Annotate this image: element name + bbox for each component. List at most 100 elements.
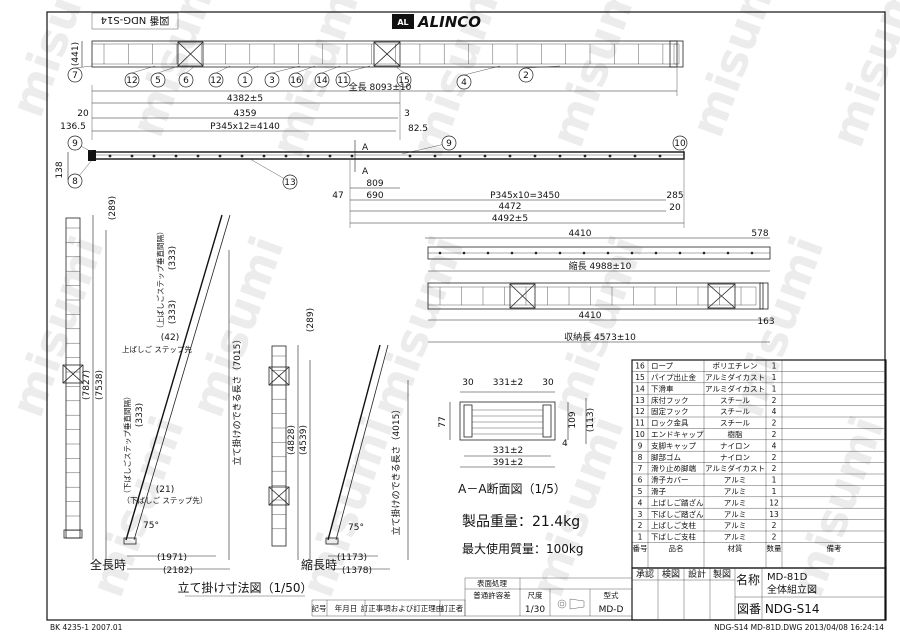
callout-leader: [463, 65, 501, 76]
callout-circle: [67, 135, 83, 151]
parts-cell: 滑り止め脚端: [651, 463, 696, 473]
callout-circle: [456, 74, 472, 90]
svg-text:misumi: misumi: [540, 0, 655, 154]
parts-cell: 2: [772, 430, 777, 439]
svg-text:809: 809: [366, 179, 383, 189]
callout-circle: [67, 173, 83, 189]
callout-label: 9: [72, 139, 78, 149]
parts-cell: アルミ: [724, 487, 746, 496]
svg-text:misumi: misumi: [720, 229, 835, 424]
svg-text:MD-D: MD-D: [599, 605, 624, 615]
standing-full-ladder: 全長時 (7827) (7538) (289) 立て掛けのできる長さ（7015）…: [62, 196, 243, 576]
callout-leader: [401, 142, 450, 155]
parts-cell: 16: [635, 362, 645, 371]
svg-text:（上ばしごステップ垂直間隔）: （上ばしごステップ垂直間隔）: [155, 228, 165, 333]
callout-leader: [321, 65, 341, 74]
svg-text:163: 163: [757, 317, 774, 327]
svg-text:表面処理: 表面処理: [477, 578, 507, 588]
svg-text:(21): (21): [156, 485, 174, 495]
parts-cell: スチール: [720, 407, 750, 416]
svg-text:普通許容差: 普通許容差: [473, 590, 511, 600]
svg-text:ALINCO: ALINCO: [417, 13, 481, 31]
callout-leader: [342, 65, 371, 74]
callout-circle: [282, 174, 298, 190]
parts-cell: 樹脂: [728, 429, 743, 439]
parts-cell: ロープ: [651, 362, 674, 371]
parts-cell: 上ばしご踏ざん: [651, 497, 704, 507]
footer-right: NDG-S14 MD-81D.DWG 2013/04/08 16:24:14: [714, 623, 884, 632]
svg-text:記号: 記号: [312, 603, 327, 613]
drawing-number: 図番 NDG-S14: [737, 602, 820, 616]
svg-text:1/30: 1/30: [525, 605, 545, 615]
svg-text:331±2: 331±2: [493, 446, 523, 456]
svg-text:4410: 4410: [569, 229, 592, 239]
svg-text:収納長 4573±10: 収納長 4573±10: [564, 331, 636, 343]
svg-text:285: 285: [666, 191, 683, 201]
drawing-number-tag: 図番 NDG-S14: [91, 12, 179, 30]
svg-text:misumi: misumi: [820, 0, 900, 154]
svg-text:P345x12=4140: P345x12=4140: [210, 122, 280, 132]
callout-leader: [394, 65, 405, 74]
svg-text:4382±5: 4382±5: [227, 94, 263, 104]
callout-leader: [215, 65, 231, 74]
parts-cell: 11: [635, 419, 645, 428]
callout-circle: [518, 67, 534, 83]
shrink-view-side: 4410 578 縮長 4988±10: [425, 229, 771, 272]
svg-text:(289): (289): [108, 196, 118, 220]
svg-text:4359: 4359: [234, 109, 257, 119]
parts-cell: 上ばしご支柱: [651, 520, 696, 530]
svg-text:型式: 型式: [604, 590, 619, 600]
parts-header: 品名: [669, 543, 684, 553]
standing-short-ladder: 縮長時 (4828) (4539) (289) 立て掛けのできる長さ（4015）…: [268, 308, 409, 576]
top-view-ladder: (441): [71, 40, 684, 68]
section-title: A－A断面図（1/5）: [458, 481, 566, 496]
callout-circle: [150, 72, 166, 88]
callout-leader: [249, 158, 291, 183]
svg-text:578: 578: [751, 229, 768, 239]
callout-label: 11: [337, 76, 348, 86]
svg-text:(333): (333): [168, 300, 178, 324]
svg-text:109: 109: [568, 411, 578, 428]
svg-text:P345x10=3450: P345x10=3450: [490, 191, 560, 201]
svg-text:75°: 75°: [348, 523, 364, 533]
svg-text:30: 30: [462, 378, 474, 388]
svg-text:縮長 4988±10: 縮長 4988±10: [569, 260, 632, 272]
parts-cell: 下滑車: [651, 383, 674, 393]
svg-text:(2182): (2182): [163, 566, 193, 576]
svg-text:全長 8093±10: 全長 8093±10: [349, 81, 412, 93]
callout-circle: [237, 72, 253, 88]
svg-text:立て掛けのできる長さ（4015）: 立て掛けのできる長さ（4015）: [390, 405, 402, 536]
svg-text:検図: 検図: [662, 568, 680, 580]
svg-text:(333): (333): [135, 403, 145, 427]
parts-header: 番号: [633, 543, 648, 553]
parts-cell: アルミ: [724, 510, 746, 519]
svg-text:(1378): (1378): [342, 566, 372, 576]
parts-cell: 固定フック: [651, 406, 689, 416]
parts-cell: 8: [638, 453, 643, 462]
parts-cell: 5: [638, 487, 643, 496]
callout-leader: [295, 65, 316, 74]
parts-cell: アルミダイカスト: [705, 383, 765, 393]
revision-block: 表面処理 普通許容差 尺度 1/30 型式 MD-D 記号 年月日 訂正事項およ…: [312, 577, 633, 617]
parts-cell: 13: [769, 510, 779, 519]
parts-header: 備考: [827, 543, 842, 553]
svg-text:20: 20: [77, 109, 89, 119]
callout-circle: [335, 72, 351, 88]
svg-text:(7827): (7827): [82, 370, 92, 400]
svg-text:(289): (289): [306, 308, 316, 332]
parts-cell: スチール: [720, 419, 750, 428]
parts-cell: 1: [772, 476, 777, 485]
svg-text:(333): (333): [168, 246, 178, 270]
parts-cell: アルミダイカスト: [705, 463, 765, 473]
section-a-a: 30 331±2 30 77 109 (113) 4 331±2 391±2 A…: [438, 378, 596, 496]
parts-cell: 14: [635, 384, 645, 393]
standing-diagram-title: 立て掛け寸法図（1/50）: [178, 580, 313, 595]
parts-cell: 脚部ゴム: [651, 452, 681, 462]
title-block: 承認 検図 設計 製図 名称 MD-81D 全体組立図 図番 NDG-S14: [631, 567, 887, 621]
parts-cell: 3: [638, 510, 643, 519]
svg-text:全体組立図: 全体組立図: [767, 583, 817, 596]
svg-text:4410: 4410: [579, 311, 602, 321]
parts-cell: 2: [772, 396, 777, 405]
parts-cell: 2: [772, 533, 777, 542]
parts-cell: 1: [772, 362, 777, 371]
